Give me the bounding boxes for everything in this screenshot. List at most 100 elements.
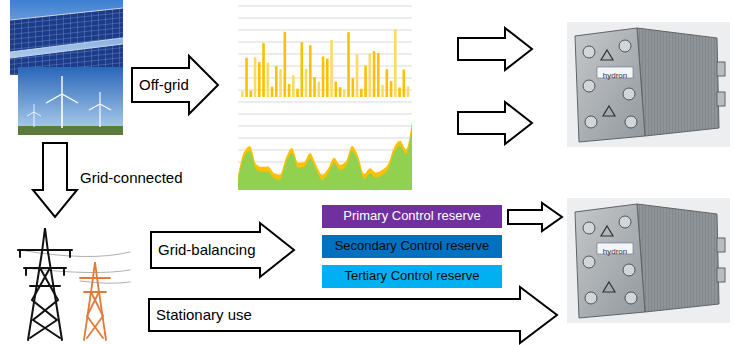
wind-photo [99, 104, 100, 127]
wind-photo [18, 126, 123, 135]
power-profile-charts [326, 59, 329, 97]
power-profile-charts [352, 78, 355, 97]
power-profile-charts [318, 82, 321, 97]
power-profile-charts [238, 18, 412, 19]
brand-label: hydron [603, 246, 627, 257]
power-profile-charts [373, 51, 376, 97]
wind-photo [18, 67, 123, 135]
block-arrow: Off-grid [131, 55, 219, 115]
power-profile-charts [394, 29, 397, 97]
fuel-cell-stack-photo [567, 22, 730, 147]
wind-photo [89, 92, 111, 110]
power-profile-charts [271, 87, 274, 97]
power-profile-charts [322, 56, 325, 97]
node-text: Tertiary Control reserve [344, 269, 479, 284]
brand-label: hydron [603, 70, 627, 81]
wind-photo [18, 67, 123, 135]
power-profile-charts [335, 82, 338, 97]
outline-arrows [33, 28, 562, 231]
power-profile-charts [386, 69, 389, 97]
power-profile-charts [296, 89, 299, 97]
outline-arrows [33, 143, 77, 217]
power-towers [30, 268, 60, 338]
flow-label: Grid-connected [80, 169, 183, 187]
power-profile-charts [238, 126, 412, 127]
power-profile-charts [369, 54, 372, 97]
brand-label: hydron [597, 243, 633, 254]
power-profile-charts [258, 62, 261, 97]
solar-photo [10, 8, 123, 58]
power-profile-charts [356, 54, 359, 97]
power-profile-charts [238, 162, 412, 163]
power-profile-charts [309, 45, 312, 97]
power-towers [20, 250, 70, 275]
solar-photo [10, 0, 123, 75]
wind-photo [27, 104, 41, 116]
power-profile-charts [275, 66, 278, 97]
block-arrow: Stationary use [148, 286, 558, 344]
power-profile-charts [279, 69, 282, 97]
wind-photo [46, 76, 78, 103]
wind-photo [34, 112, 35, 127]
power-profile-charts [330, 40, 333, 97]
power-towers [18, 250, 72, 286]
power-towers [80, 262, 110, 340]
power-towers [87, 292, 103, 338]
solar-photo [10, 0, 123, 75]
power-profile-charts [339, 87, 342, 97]
power-towers [80, 278, 110, 292]
block-arrow: Grid-balancing [150, 222, 295, 278]
power-towers [84, 262, 106, 340]
power-profile-charts [305, 69, 308, 97]
power-profile-charts [364, 66, 367, 97]
power-profile-charts [360, 89, 363, 97]
power-profile-charts [238, 126, 412, 190]
power-profile-charts [377, 53, 380, 97]
node-text: Off-grid [139, 76, 189, 93]
power-profile-charts [245, 58, 248, 97]
brand-label: hydron [597, 67, 633, 78]
fuel-cell-stack-photo [567, 22, 730, 323]
fuel-cell-stack-photo [567, 198, 730, 323]
arrow-shape [132, 56, 218, 114]
outline-arrows [458, 102, 532, 144]
node-text: Primary Control reserve [343, 209, 480, 224]
power-towers [18, 228, 72, 340]
power-towers [20, 250, 130, 283]
reserve-box: Tertiary Control reserve [322, 265, 502, 288]
outline-arrows [458, 28, 532, 70]
power-profile-charts [343, 89, 346, 97]
power-profile-charts [238, 114, 412, 115]
power-profile-charts [347, 32, 350, 97]
power-profile-charts [238, 150, 412, 151]
power-profile-charts [262, 43, 265, 97]
power-profile-charts [288, 84, 291, 97]
outline-arrows [508, 203, 562, 231]
node-text: Secondary Control reserve [335, 239, 490, 254]
power-profile-charts [313, 77, 316, 97]
power-profile-charts [390, 81, 393, 97]
arrow-shape [151, 223, 294, 277]
power-profile-charts [254, 57, 257, 97]
reserve-box: Primary Control reserve [322, 205, 502, 228]
power-profile-charts [238, 42, 412, 43]
power-profile-charts [238, 30, 412, 31]
power-profile-charts [241, 91, 244, 97]
power-towers [18, 228, 130, 340]
power-profile-charts [292, 75, 295, 97]
power-profile-charts [238, 121, 412, 190]
power-profile-charts [238, 138, 412, 139]
power-profile-charts [403, 69, 406, 97]
power-profile-charts [238, 6, 412, 190]
power-profile-charts [267, 63, 270, 97]
power-profile-charts [301, 42, 304, 97]
node-text: Stationary use [156, 306, 252, 323]
wind-photo [61, 94, 63, 128]
power-profile-charts [407, 86, 410, 97]
power-profile-charts [398, 88, 401, 97]
power-profile-charts [250, 91, 253, 97]
arrow-shape [149, 287, 557, 343]
power-profile-charts [238, 6, 412, 7]
reserve-box: Secondary Control reserve [322, 235, 502, 258]
